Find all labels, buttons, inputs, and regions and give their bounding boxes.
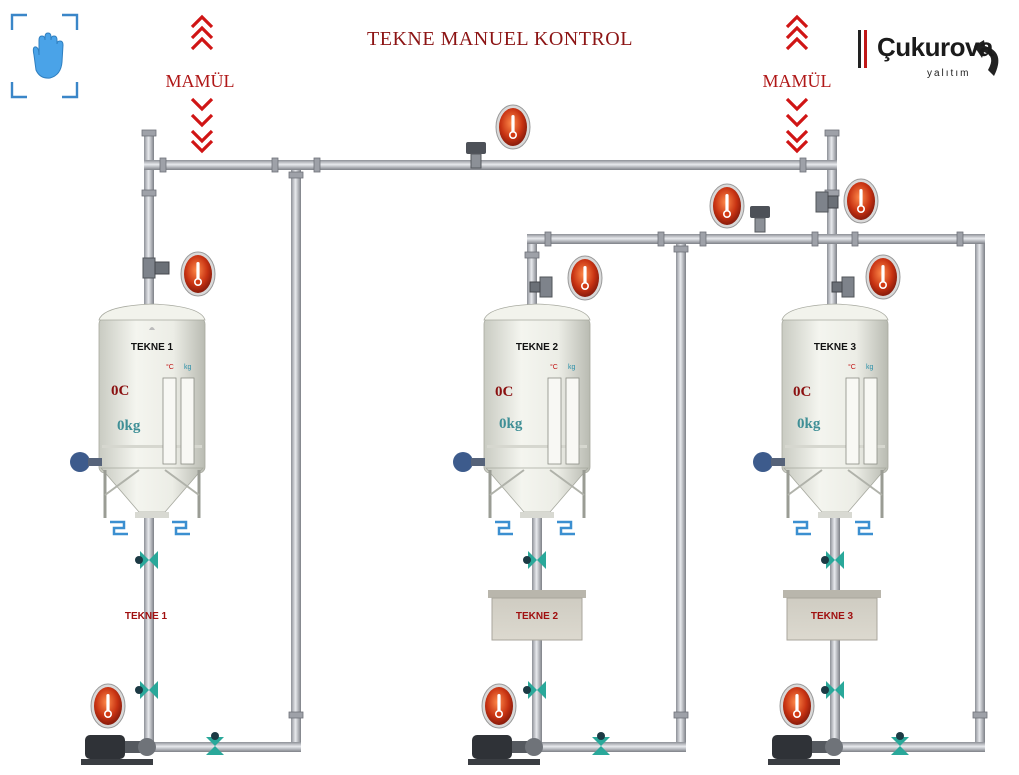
actuator-valve-icon[interactable] bbox=[529, 276, 553, 298]
company-logo: Çukurova yalıtım bbox=[855, 24, 1005, 88]
actuator-valve-icon[interactable] bbox=[750, 206, 770, 233]
hand-icon bbox=[32, 32, 64, 79]
tank-2-name: TEKNE 2 bbox=[515, 342, 559, 353]
tank-vessel-3 bbox=[781, 303, 889, 518]
tank-1-temp-unit: °C bbox=[166, 364, 174, 371]
butterfly-valve-icon[interactable] bbox=[135, 551, 158, 569]
receiving-box-3 bbox=[783, 590, 881, 641]
company-logo-graphic bbox=[858, 30, 999, 76]
tank-vessel-2 bbox=[483, 303, 591, 518]
tank-2-weight: 0kg bbox=[499, 416, 523, 432]
tank-2-weight-unit: kg bbox=[568, 364, 576, 371]
tank-vessel-1 bbox=[98, 303, 206, 518]
actuator-valve-icon[interactable] bbox=[815, 191, 839, 213]
thermometer-icon[interactable] bbox=[843, 178, 879, 224]
tank-2-temperature: 0C bbox=[495, 384, 514, 400]
thermometer-icon[interactable] bbox=[90, 683, 126, 729]
actuator-valve-icon[interactable] bbox=[831, 276, 855, 298]
inlet-arrows-left bbox=[190, 14, 214, 154]
product-inlet-label-left: MAMÜL bbox=[165, 71, 235, 91]
butterfly-valves bbox=[135, 551, 909, 755]
tank-3-temp-unit: °C bbox=[848, 364, 856, 371]
butterfly-valve-icon[interactable] bbox=[891, 732, 909, 755]
actuator-valve-icon[interactable] bbox=[142, 257, 170, 279]
thermometer-icon[interactable] bbox=[495, 104, 531, 150]
pump-icon[interactable] bbox=[468, 735, 543, 765]
tank-1-weight: 0kg bbox=[117, 418, 141, 434]
receiving-box-2 bbox=[488, 590, 586, 641]
thermometer-icon[interactable] bbox=[709, 183, 745, 229]
logo-brand: Çukurova bbox=[877, 32, 993, 62]
tank-3-box-label: TEKNE 3 bbox=[810, 611, 854, 622]
butterfly-valve-icon[interactable] bbox=[523, 681, 546, 699]
butterfly-valve-icon[interactable] bbox=[523, 551, 546, 569]
motor-icon bbox=[453, 452, 485, 472]
logo-tagline: yalıtım bbox=[927, 68, 971, 79]
tank-3-weight-unit: kg bbox=[866, 364, 874, 371]
tank-2-box-label: TEKNE 2 bbox=[515, 611, 559, 622]
manual-mode-button[interactable] bbox=[10, 13, 79, 99]
actuator-valves bbox=[142, 142, 855, 298]
actuator-valve-icon[interactable] bbox=[466, 142, 486, 169]
butterfly-valve-icon[interactable] bbox=[206, 732, 224, 755]
tank-3-temperature: 0C bbox=[793, 384, 812, 400]
tank-1-weight-unit: kg bbox=[184, 364, 192, 371]
page-title: TEKNE MANUEL KONTROL bbox=[367, 28, 633, 50]
inlet-arrows-right bbox=[785, 14, 809, 154]
pump-icon[interactable] bbox=[81, 735, 156, 765]
tank-3-name: TEKNE 3 bbox=[813, 342, 857, 353]
thermometer-icon[interactable] bbox=[481, 683, 517, 729]
tank-2-temp-unit: °C bbox=[550, 364, 558, 371]
product-inlet-label-right: MAMÜL bbox=[762, 71, 832, 91]
load-cell-icons bbox=[110, 520, 873, 536]
pumps bbox=[81, 735, 843, 765]
butterfly-valve-icon[interactable] bbox=[135, 681, 158, 699]
tank-1-name: TEKNE 1 bbox=[130, 342, 174, 353]
thermometer-icon[interactable] bbox=[180, 251, 216, 297]
motor-icon bbox=[753, 452, 785, 472]
pump-icon[interactable] bbox=[768, 735, 843, 765]
butterfly-valve-icon[interactable] bbox=[821, 681, 844, 699]
butterfly-valve-icon[interactable] bbox=[821, 551, 844, 569]
motor-icon bbox=[70, 452, 102, 472]
tank-3-weight: 0kg bbox=[797, 416, 821, 432]
motor-icons bbox=[70, 452, 785, 472]
thermometer-icon[interactable] bbox=[567, 255, 603, 301]
butterfly-valve-icon[interactable] bbox=[592, 732, 610, 755]
tank-1-temperature: 0C bbox=[111, 383, 130, 399]
thermometer-icon[interactable] bbox=[865, 254, 901, 300]
thermometer-icon[interactable] bbox=[779, 683, 815, 729]
tank-1-outlet-label: TEKNE 1 bbox=[124, 611, 168, 622]
